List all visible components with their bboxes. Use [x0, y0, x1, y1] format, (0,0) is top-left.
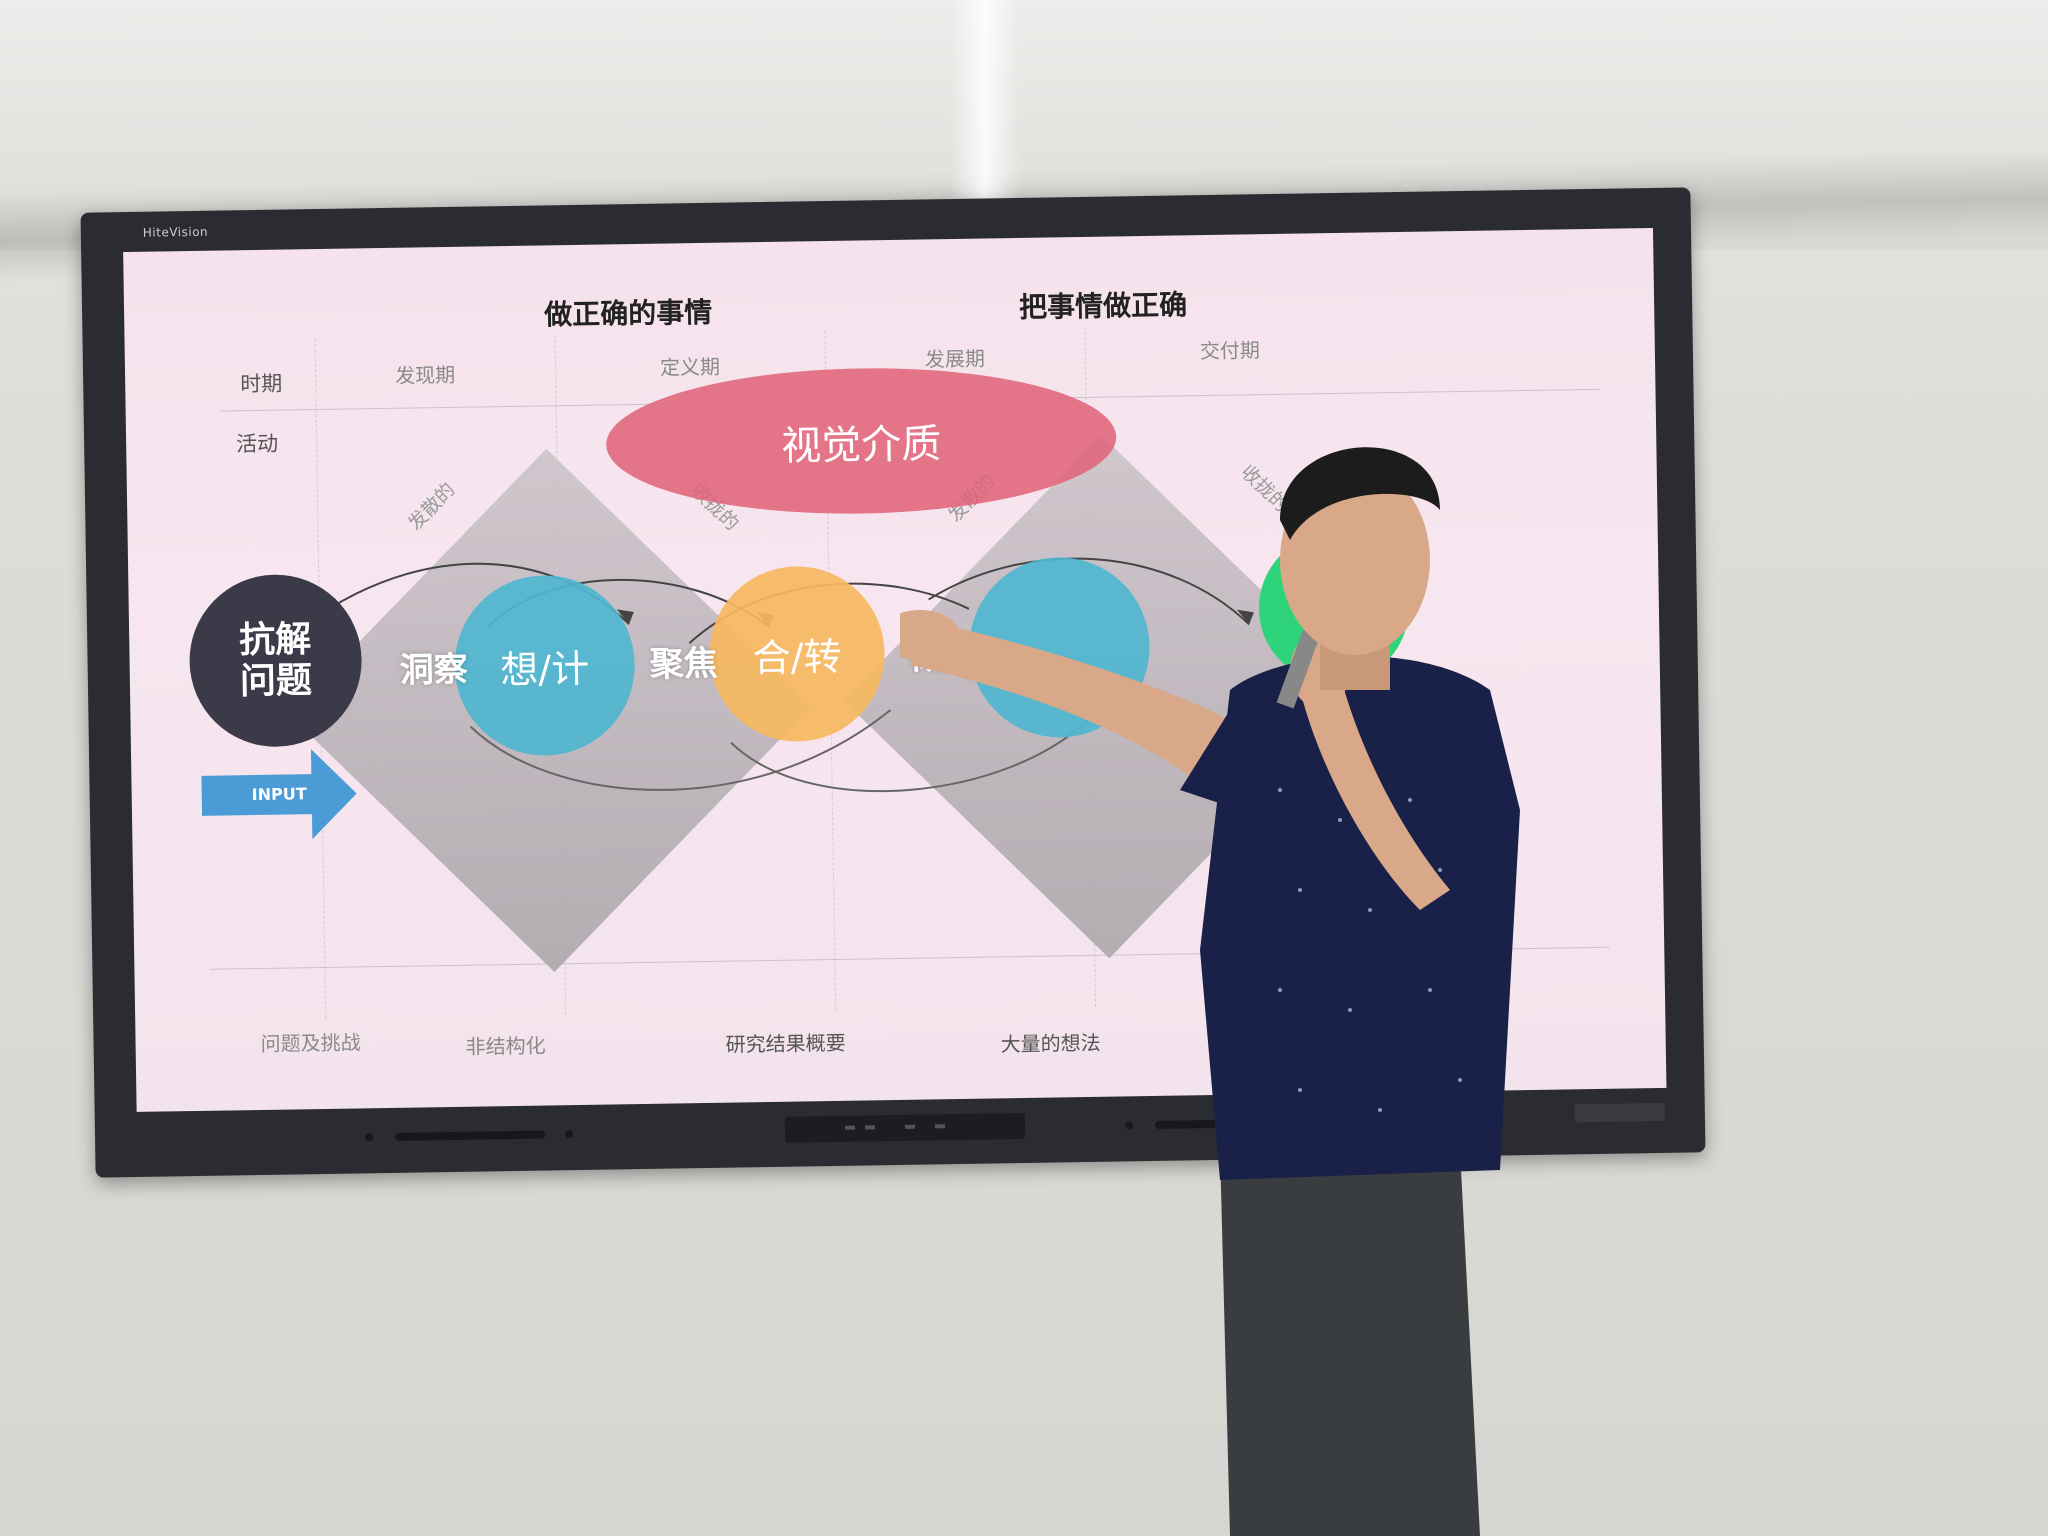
bottom-label-unstructured: 非结构化 — [465, 1033, 546, 1059]
node-think-text: 想/计 — [499, 646, 590, 692]
word-insight: 洞察 — [399, 649, 469, 691]
input-arrow-icon — [201, 749, 357, 840]
start-circle-text: 抗解 问题 — [238, 618, 313, 703]
node-merge-text: 合/转 — [752, 634, 842, 681]
monitor-brand: HiteVision — [142, 224, 209, 240]
port — [564, 1130, 574, 1139]
input-label: INPUT — [251, 784, 307, 805]
presenter — [900, 447, 1520, 1536]
word-focus: 聚焦 — [649, 643, 718, 685]
bottom-label-research-summary: 研究结果概要 — [725, 1030, 846, 1057]
display-monitor: HiteVision 做正确的事情 把事情做正确 时期 活动 发现期 定义期 发… — [80, 187, 1706, 1178]
port — [365, 1133, 374, 1142]
speaker-left — [395, 1130, 546, 1141]
bottom-label-problems: 问题及挑战 — [260, 1030, 361, 1056]
presentation-slide: 做正确的事情 把事情做正确 时期 活动 发现期 定义期 发展期 交付期 发散的 … — [123, 228, 1667, 1112]
